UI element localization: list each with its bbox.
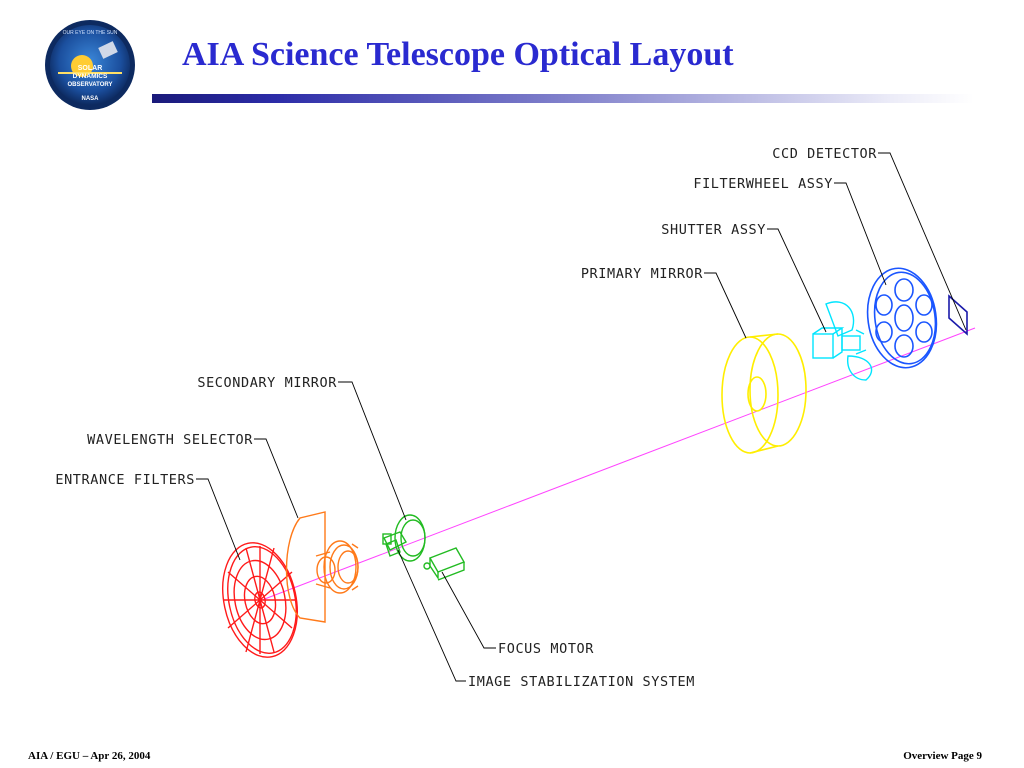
- slide-title: AIA Science Telescope Optical Layout: [182, 36, 734, 73]
- label-ccd-detector: CCD DETECTOR: [772, 146, 877, 162]
- optical-axis: [261, 327, 976, 601]
- logo-line3: OBSERVATORY: [67, 82, 112, 88]
- title-underline: [152, 94, 974, 103]
- sdo-logo: SOLAR DYNAMICS OBSERVATORY NASA OUR EYE …: [40, 18, 140, 112]
- filterwheel-assy-drawing: [866, 267, 938, 369]
- label-primary-mirror: PRIMARY MIRROR: [581, 266, 703, 282]
- label-image-stabilization-system: IMAGE STABILIZATION SYSTEM: [468, 674, 695, 690]
- footer-left: AIA / EGU – Apr 26, 2004: [28, 750, 151, 762]
- primary-mirror-drawing: [721, 333, 807, 454]
- label-wavelength-selector: WAVELENGTH SELECTOR: [87, 432, 253, 448]
- label-filterwheel-assy: FILTERWHEEL ASSY: [693, 176, 833, 192]
- focus-motor-drawing: [423, 547, 466, 581]
- footer-page-number: Overview Page 9: [903, 750, 982, 762]
- leader-lines: [196, 152, 967, 682]
- logo-agency: NASA: [81, 96, 99, 102]
- ccd-detector-drawing: [948, 294, 968, 336]
- label-secondary-mirror: SECONDARY MIRROR: [197, 375, 337, 391]
- wavelength-selector-drawing: [285, 511, 359, 623]
- label-focus-motor: FOCUS MOTOR: [498, 641, 594, 657]
- label-shutter-assy: SHUTTER ASSY: [661, 222, 766, 238]
- shutter-assy-drawing: [812, 301, 873, 381]
- logo-line1: SOLAR: [78, 65, 103, 72]
- secondary-mirror-drawing: [382, 514, 426, 562]
- label-entrance-filters: ENTRANCE FILTERS: [55, 472, 195, 488]
- logo-line2: DYNAMICS: [73, 73, 108, 80]
- logo-text-top: OUR EYE ON THE SUN: [63, 30, 118, 36]
- entrance-filters-drawing: [222, 542, 298, 658]
